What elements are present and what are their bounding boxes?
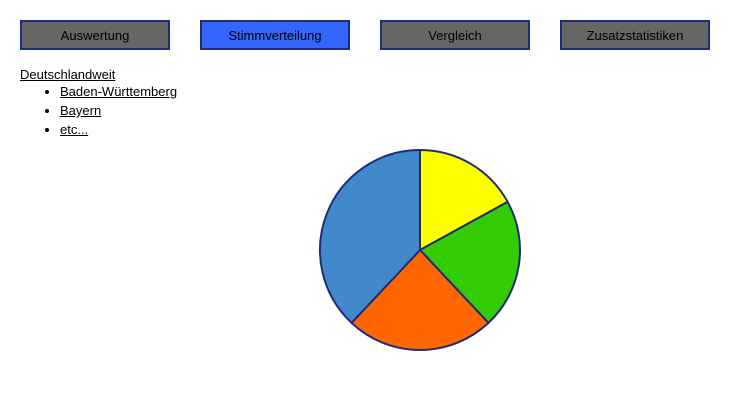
region-list-item: etc... xyxy=(60,120,177,139)
region-link-bayern[interactable]: Bayern xyxy=(60,103,102,118)
tab-stimmverteilung[interactable]: Stimmverteilung xyxy=(200,20,350,50)
tab-zusatzstatistiken[interactable]: Zusatzstatistiken xyxy=(560,20,710,50)
tab-vergleich[interactable]: Vergleich xyxy=(380,20,530,50)
region-link-baden-wuerttemberg[interactable]: Baden-Württemberg xyxy=(60,84,178,99)
region-list: Baden-Württemberg Bayern etc... xyxy=(20,82,177,139)
pie-slice-3 xyxy=(319,149,421,324)
pie-slice-2 xyxy=(350,249,490,351)
region-list-item: Bayern xyxy=(60,101,177,120)
region-link-etc[interactable]: etc... xyxy=(60,122,89,137)
tab-auswertung[interactable]: Auswertung xyxy=(20,20,170,50)
pie-slice-0 xyxy=(419,149,509,251)
region-list-item: Baden-Württemberg xyxy=(60,82,177,101)
pie-slice-1 xyxy=(419,200,521,324)
vote-distribution-pie-chart xyxy=(319,149,521,351)
region-link-deutschlandweit[interactable]: Deutschlandweit xyxy=(20,67,116,82)
